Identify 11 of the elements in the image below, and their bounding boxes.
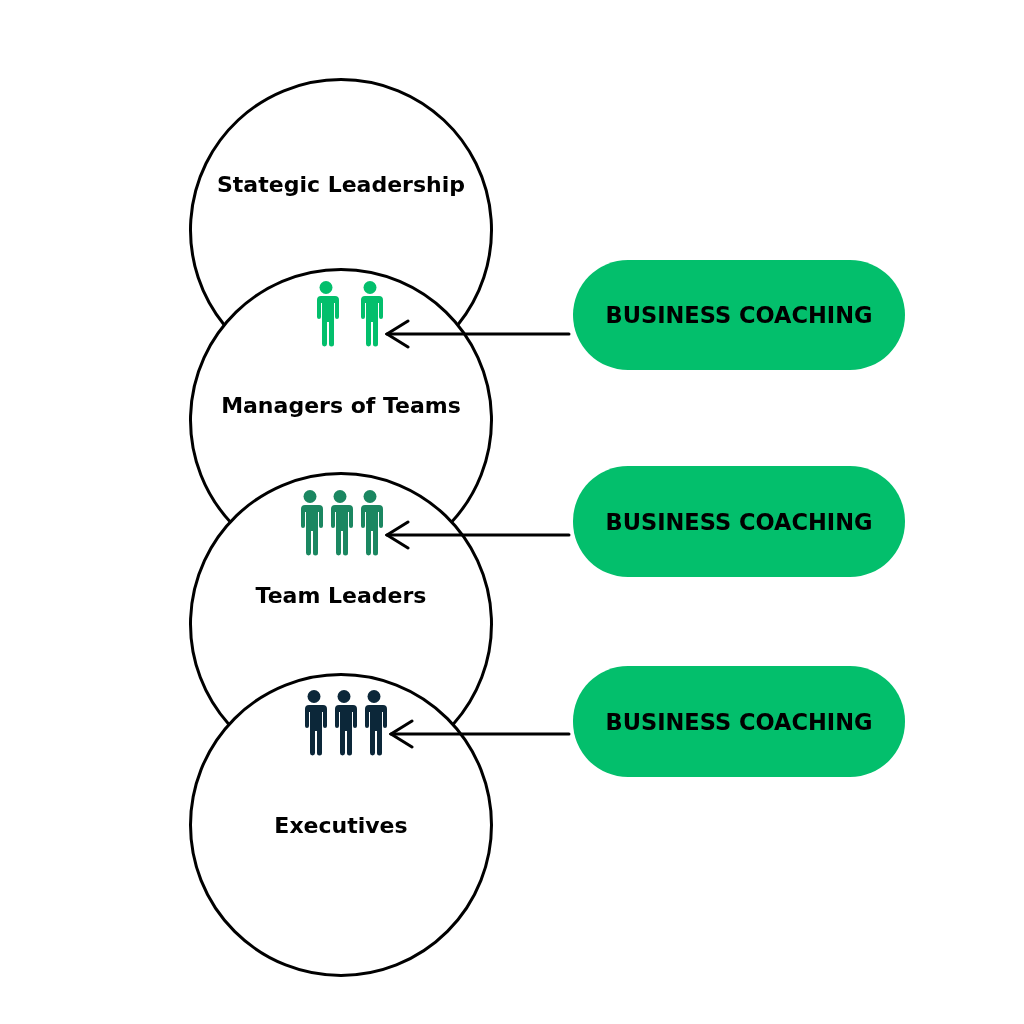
node-label: BUSINESS COACHING [605, 508, 873, 535]
arrow [389, 719, 571, 749]
node-label: Stategic Leadership [217, 171, 465, 197]
node-label: Executives [274, 812, 408, 838]
arrow [385, 520, 571, 550]
node-label: BUSINESS COACHING [605, 302, 873, 328]
node-label: Managers of Teams [221, 392, 461, 418]
node-label: BUSINESS COACHING [605, 708, 873, 735]
circle-node [189, 673, 493, 977]
arrow [385, 319, 571, 349]
node-label: Team Leaders [255, 582, 427, 608]
